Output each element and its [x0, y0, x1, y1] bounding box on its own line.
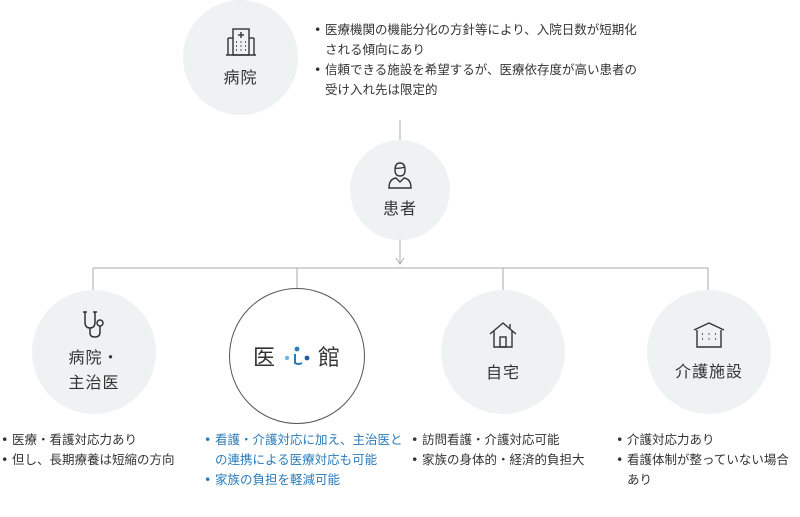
house-icon [489, 321, 517, 348]
hospital-label: 病院 [223, 68, 258, 88]
hospital-building-icon [225, 28, 256, 56]
clinic-label-line1: 病院・ [68, 348, 120, 368]
ishin-node: 医 館 [229, 288, 365, 424]
ishin-logo: 医 館 [253, 340, 341, 372]
home-note-2: 家族の身体的・経済的負担大 [410, 450, 600, 470]
ishin-note-2: 家族の負担を軽減可能 [203, 470, 408, 490]
care-label: 介護施設 [674, 361, 743, 381]
logo-right-char: 館 [318, 346, 342, 371]
care-note-2: 看護体制が整っていない場合あり [615, 450, 800, 490]
patient-label: 患者 [382, 198, 417, 218]
hospital-note-1: 医療機関の機能分化の方針等により、入院日数が短期化される傾向にあり [313, 20, 643, 60]
patient-node: 患者 [350, 140, 450, 240]
hospital-notes: 医療機関の機能分化の方針等により、入院日数が短期化される傾向にあり 信頼できる施… [313, 20, 643, 100]
logo-left-char: 医 [252, 346, 276, 371]
hospital-note-2: 信頼できる施設を希望するが、医療依存度が高い患者の受け入れ先は限定的 [313, 60, 643, 100]
home-note-1: 訪問看護・介護対応可能 [410, 430, 600, 450]
clinic-note-2: 但し、長期療養は短縮の方向 [0, 450, 190, 470]
clinic-note-1: 医療・看護対応力あり [0, 430, 190, 450]
care-node: 介護施設 [647, 290, 771, 414]
ishin-note-1: 看護・介護対応に加え、主治医との連携による医療対応も可能 [203, 430, 408, 470]
person-icon [388, 161, 412, 189]
clinic-node: 病院・ 主治医 [32, 290, 156, 414]
clinic-notes: 医療・看護対応力あり 但し、長期療養は短縮の方向 [0, 430, 190, 470]
home-notes: 訪問看護・介護対応可能 家族の身体的・経済的負担大 [410, 430, 600, 470]
stethoscope-icon [83, 311, 104, 338]
hospital-node: 病院 [183, 0, 298, 115]
logo-heart-mark [282, 345, 312, 367]
ishin-notes: 看護・介護対応に加え、主治医との連携による医療対応も可能 家族の負担を軽減可能 [203, 430, 408, 490]
home-label: 自宅 [485, 362, 520, 382]
care-notes: 介護対応力あり 看護体制が整っていない場合あり [615, 430, 800, 490]
care-note-1: 介護対応力あり [615, 430, 800, 450]
home-node: 自宅 [441, 290, 565, 414]
clinic-label-line2: 主治医 [68, 373, 120, 392]
care-facility-icon [693, 321, 725, 348]
clinic-label: 病院・ 主治医 [68, 346, 119, 396]
